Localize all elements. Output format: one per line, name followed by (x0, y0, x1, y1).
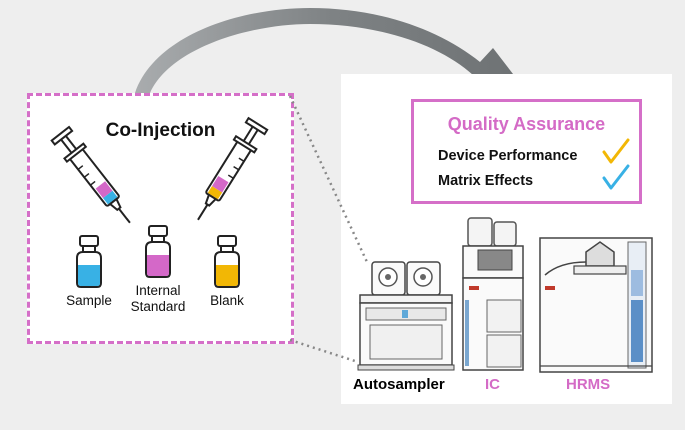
co-injection-panel: Co-Injection (27, 93, 294, 344)
vial-icon-blank (214, 235, 240, 288)
vial-liquid (147, 255, 169, 276)
quality-assurance-title: Quality Assurance (447, 114, 606, 134)
vial-label-blank: Blank (210, 293, 244, 308)
connector-line-top (288, 95, 369, 263)
syringe-icon-left (50, 125, 131, 224)
checkmarks (602, 138, 630, 190)
vial-label-internal-standard: Internal Standard (130, 283, 186, 314)
check-icon-blue (602, 164, 630, 190)
vial-liquid (78, 265, 100, 286)
instrument-label-autosampler: Autosampler (353, 376, 445, 393)
syringe-icon-right (197, 116, 269, 221)
qa-item-device-performance: Device Performance (438, 148, 578, 164)
instrument-label-hrms: HRMS (566, 376, 611, 393)
qa-item-matrix-effects: Matrix Effects (438, 173, 534, 189)
vial-liquid (216, 265, 238, 286)
ion-chromatograph-icon (462, 217, 524, 371)
instrument-label-ic: IC (485, 376, 500, 393)
autosampler-icon (357, 261, 455, 371)
vial-icon-internal-standard (145, 225, 171, 278)
vial-icon-sample (76, 235, 102, 288)
quality-assurance-box: Quality Assurance Device Performance Mat… (411, 99, 642, 204)
mass-spectrometer-icon (539, 237, 653, 373)
co-injection-title: Co-Injection (105, 120, 216, 141)
curved-arrow (135, 8, 530, 96)
check-icon-yellow (602, 138, 630, 164)
co-injection-illustration (50, 116, 269, 288)
vial-label-sample: Sample (66, 293, 112, 308)
